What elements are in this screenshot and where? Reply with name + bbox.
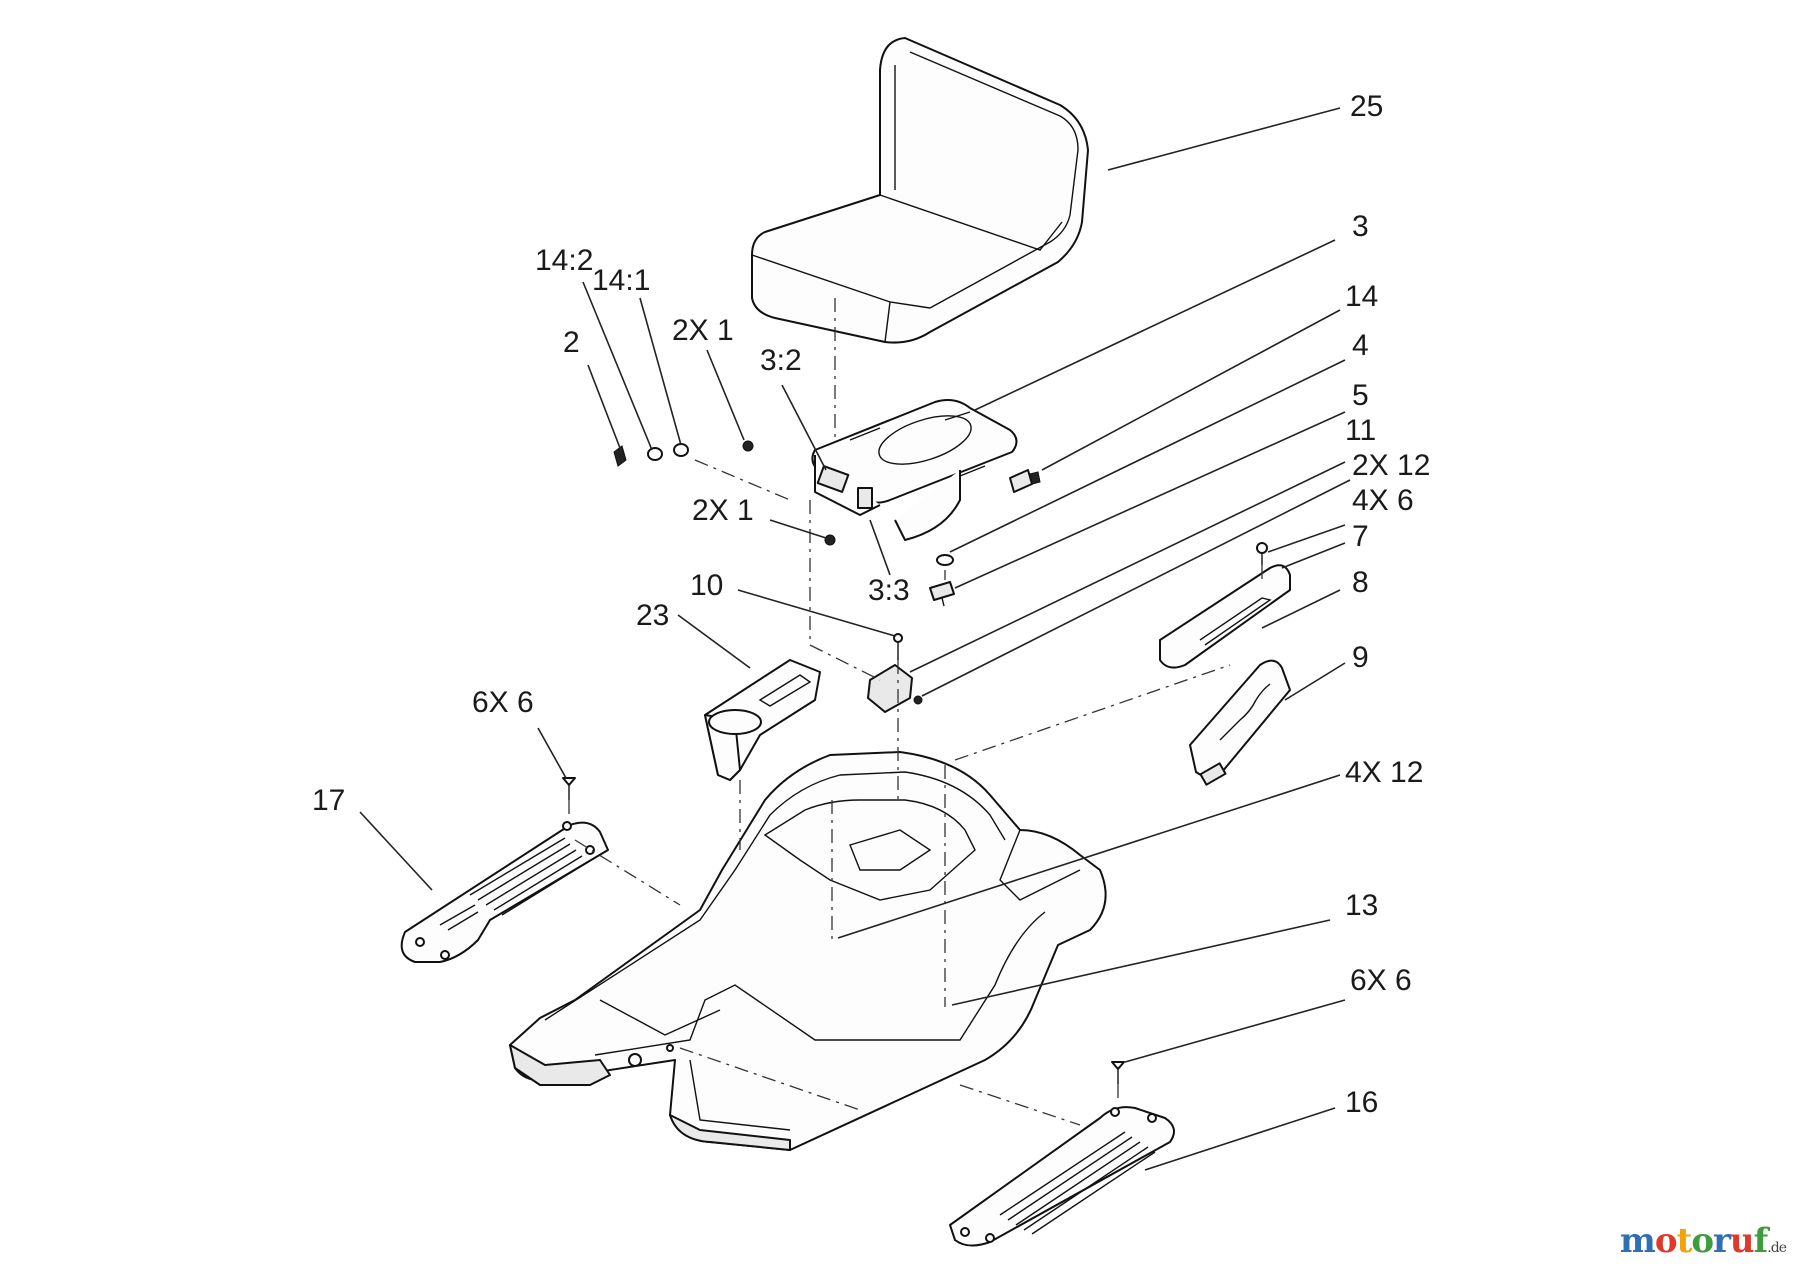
label-23: 23 <box>636 599 669 632</box>
cup-holder-part <box>704 659 821 781</box>
watermark-suffix: .de <box>1767 1240 1787 1256</box>
seat-part <box>751 37 1089 344</box>
label-4x6: 4X 6 <box>1352 484 1414 517</box>
label-14-1: 14:1 <box>592 264 650 297</box>
foot-pad-left-part <box>400 821 609 963</box>
label-7: 7 <box>1352 520 1369 553</box>
label-2: 2 <box>563 326 580 359</box>
label-25: 25 <box>1350 90 1383 123</box>
label-5: 5 <box>1352 379 1369 412</box>
label-6x6-right: 6X 6 <box>1350 964 1412 997</box>
label-10: 10 <box>690 569 723 602</box>
label-2x1-lower: 2X 1 <box>692 494 754 527</box>
label-14: 14 <box>1345 280 1378 313</box>
adjust-plate-part <box>1189 659 1291 786</box>
label-2x12: 2X 12 <box>1352 449 1430 482</box>
label-2x1-upper: 2X 1 <box>672 314 734 347</box>
label-4x12: 4X 12 <box>1345 756 1423 789</box>
label-9: 9 <box>1352 641 1369 674</box>
part-labels: 25 3 14 4 5 11 2X 12 4X 6 7 8 9 4X 12 13… <box>312 90 1430 1119</box>
cover-plate-part <box>1159 564 1291 669</box>
label-16: 16 <box>1345 1086 1378 1119</box>
watermark-letter: t <box>1676 1221 1693 1261</box>
label-3: 3 <box>1352 210 1369 243</box>
watermark-letter: o <box>1654 1221 1678 1261</box>
label-14-2: 14:2 <box>535 244 593 277</box>
watermark-letter: r <box>1713 1221 1731 1261</box>
leader-lines <box>359 107 1351 1171</box>
label-3-2: 3:2 <box>760 344 802 377</box>
label-11: 11 <box>1345 414 1376 447</box>
body-pan-part <box>509 751 1107 1151</box>
label-3-3: 3:3 <box>868 574 910 607</box>
foot-pad-right-part <box>949 1106 1175 1247</box>
watermark-letter: o <box>1691 1221 1714 1261</box>
label-4: 4 <box>1352 329 1369 362</box>
watermark-letter: u <box>1729 1221 1755 1261</box>
watermark-logo: motoruf.de <box>1619 1221 1787 1261</box>
label-6x6-left: 6X 6 <box>472 686 534 719</box>
label-17: 17 <box>312 784 345 817</box>
watermark-letter: m <box>1619 1221 1656 1261</box>
assembly-lines <box>568 298 1263 1126</box>
label-13: 13 <box>1345 889 1378 922</box>
watermark-letter: f <box>1753 1221 1769 1261</box>
label-8: 8 <box>1352 566 1369 599</box>
seat-pan-part <box>811 399 1018 541</box>
